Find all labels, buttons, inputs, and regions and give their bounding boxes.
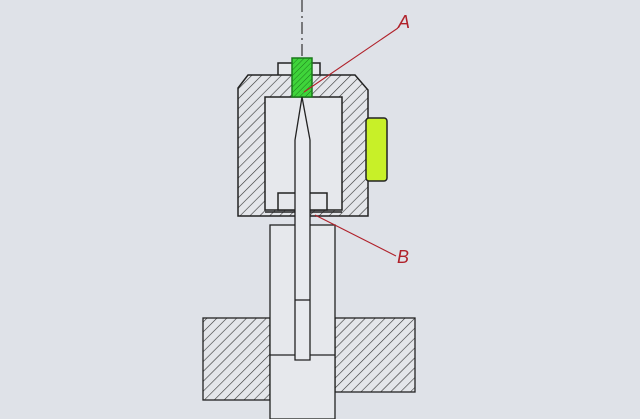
leader-line-a <box>303 27 399 93</box>
needle <box>294 96 311 361</box>
base-block-left <box>202 317 271 401</box>
side-block <box>365 117 388 182</box>
label-a: A <box>397 12 410 32</box>
leader-line-b <box>314 214 397 257</box>
annotations <box>303 27 399 257</box>
needle-body <box>294 96 311 361</box>
label-b: B <box>397 247 409 267</box>
adjustment-screw <box>291 57 313 98</box>
base-block-right <box>334 317 416 393</box>
